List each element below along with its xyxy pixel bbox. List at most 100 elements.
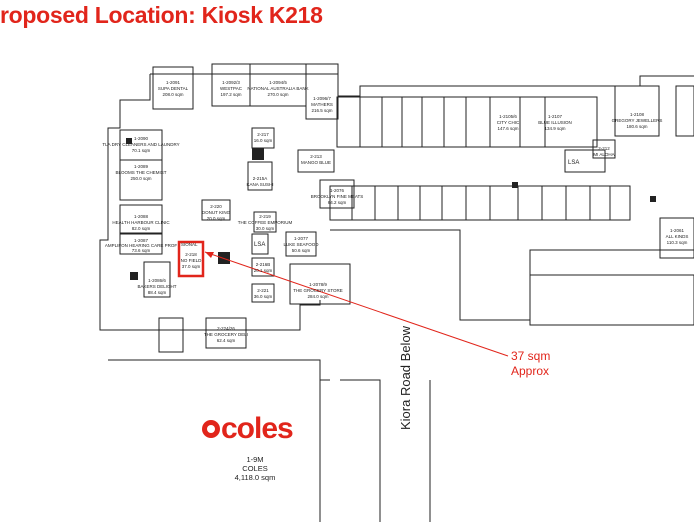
tenant-text: NATIONAL AUSTRALIA BANK — [247, 86, 308, 91]
pointer-line — [204, 251, 509, 357]
unit-2088 — [119, 204, 163, 234]
unit-2094 — [249, 63, 307, 107]
map-shape — [252, 148, 264, 160]
tenant-label-2220: 2-220 — [210, 204, 222, 209]
coles-code: 1-9M — [246, 455, 264, 464]
map-shape: 1-2091 SUPA DENTAL 208.0 sqm 1-2092/3 WE… — [102, 80, 688, 343]
kiosk-k218-highlight — [177, 240, 205, 278]
unit-2078 — [289, 263, 351, 305]
unit-2089 — [119, 159, 163, 201]
unit-lower-right — [529, 274, 694, 326]
tenant-text: 16.0 sqm — [254, 138, 273, 143]
tenant-text: BLUE ILLUSION — [538, 120, 572, 125]
tenant-text: TLA DRY CLEANERS AND LAUNDRY — [102, 142, 179, 147]
tenant-label-2107: 1-2107 — [548, 114, 563, 119]
tenant-label-2076: 1-2076 — [330, 188, 345, 193]
tenant-text: 216.5 sqm — [311, 108, 332, 113]
tenant-text: BAKERS DELIGHT — [137, 284, 176, 289]
tenant-text: BROOKLYN FINE MEATS — [311, 194, 364, 199]
unit-2086 — [143, 261, 171, 298]
tenant-text: CITY CHIC — [497, 120, 520, 125]
tenant-label-2224: 2-224/26 — [217, 326, 235, 331]
coles-wordmark: coles — [221, 412, 294, 445]
map-shape — [99, 63, 694, 522]
tenant-label-2088: 1-2088 — [134, 214, 149, 219]
coles-outline — [108, 359, 321, 522]
tenant-text: 70.1 sqm — [132, 148, 151, 153]
tenant-text: NO FIELD — [181, 258, 203, 263]
tenant-label-2089: 1-2089 — [134, 164, 149, 169]
tenant-text: AMPLIFON HEARING CARE PROF — [105, 243, 178, 248]
tenant-label-2213: 2-213 — [310, 154, 322, 159]
tenant-text: 37.0 sqm — [182, 264, 201, 269]
unit-2085-small — [158, 317, 184, 353]
tenant-text: ALL KINDS — [666, 234, 689, 239]
pointer-arrowhead — [205, 252, 214, 258]
area-annotation: 37 sqm Approx — [511, 349, 550, 379]
tenant-text: 82.0 sqm — [132, 226, 151, 231]
map-shape: LSA LSA — [254, 160, 579, 248]
tenant-label-2105: 1-2105/6 — [499, 114, 517, 119]
unit-2091 — [152, 66, 194, 110]
tenant-text: 50.6 sqm — [292, 248, 311, 253]
lsa-right-label: LSA — [568, 160, 579, 166]
road-label: Kiora Road Below — [398, 325, 413, 430]
tenant-text: THE COFFEE EMPORIUM — [238, 220, 293, 225]
tenant-text: MANGO BLUE — [301, 160, 331, 165]
unit-2108 — [614, 85, 660, 137]
escalator-icon-1 — [252, 148, 264, 160]
tenant-label-2078: 1-2078/9 — [309, 282, 327, 287]
tenant-label-2212: 2-212 — [598, 146, 610, 151]
tenant-text: 110.3 sqm — [667, 240, 688, 245]
tenant-label-2108: 1-2108 — [630, 112, 645, 117]
unit-2107-blue — [592, 139, 616, 159]
coles-area: 4,118.0 sqm — [234, 473, 276, 482]
road-label-wrap: Kiora Road Below — [398, 325, 413, 430]
tenant-label-2077: 1-2077 — [294, 236, 309, 241]
unit-2221 — [251, 283, 275, 303]
unit-2215a — [247, 161, 273, 191]
unit-2220 — [201, 199, 231, 221]
coles-name: COLES — [242, 464, 268, 473]
tenant-text: 284.0 sqm — [307, 294, 328, 299]
tenant-label-2096: 1-2096/7 — [313, 96, 331, 101]
utility-icon-right — [650, 196, 656, 202]
tenant-text: 20.1 sqm — [254, 268, 273, 273]
tenant-label-2090: 1-2090 — [134, 136, 149, 141]
tenant-label-2216b: 2-216B — [256, 262, 271, 267]
unit-row-mid — [329, 185, 631, 221]
lower-corridor — [340, 379, 381, 522]
unit-2216b — [251, 257, 275, 277]
tenant-text: GREGORY JEWELLERS — [612, 118, 663, 123]
lsa-left-label: LSA — [254, 242, 265, 248]
tenant-text: 73.6 sqm — [132, 248, 151, 253]
tenant-text: LUKE SEAFOOD — [283, 242, 319, 247]
tenant-label-2215a: 2-215A — [253, 176, 268, 181]
tenant-text: 197.2 sqm — [220, 92, 241, 97]
utility-icon-small — [126, 138, 132, 144]
unit-2077 — [285, 231, 317, 257]
unit-2076 — [319, 179, 355, 209]
unit-2092 — [211, 63, 251, 107]
page-title: roposed Location: Kiosk K218 — [0, 2, 323, 28]
tenant-text: DONUT KING — [202, 210, 231, 215]
area-annotation-line1: 37 sqm — [511, 349, 551, 363]
tenant-text: THE GROCERY DELI — [204, 332, 248, 337]
tenant-text: 36.0 sqm — [254, 294, 273, 299]
tenant-label-2218: 2-218 — [185, 252, 197, 257]
unit-row-right-1 — [336, 96, 598, 148]
tenant-label-2094: 1-2094/5 — [269, 80, 287, 85]
tenant-text: 180.6 sqm — [626, 124, 647, 129]
tenant-text: HEALTH HARBOUR CLINIC — [112, 220, 170, 225]
tenant-text: 88.4 sqm — [148, 290, 167, 295]
sional-label: SIONAL — [181, 242, 198, 247]
kiosk-dot — [512, 182, 518, 188]
tenant-text: 250.0 sqm — [130, 176, 151, 181]
tenant-label-2219: 2-219 — [259, 214, 271, 219]
unit-2224 — [205, 317, 247, 349]
stair-icon-small — [130, 272, 138, 280]
tenant-text: SUPA DENTAL — [158, 86, 189, 91]
tenant-text: 64.2 sqm — [328, 200, 347, 205]
lsa-right-box — [564, 149, 606, 173]
